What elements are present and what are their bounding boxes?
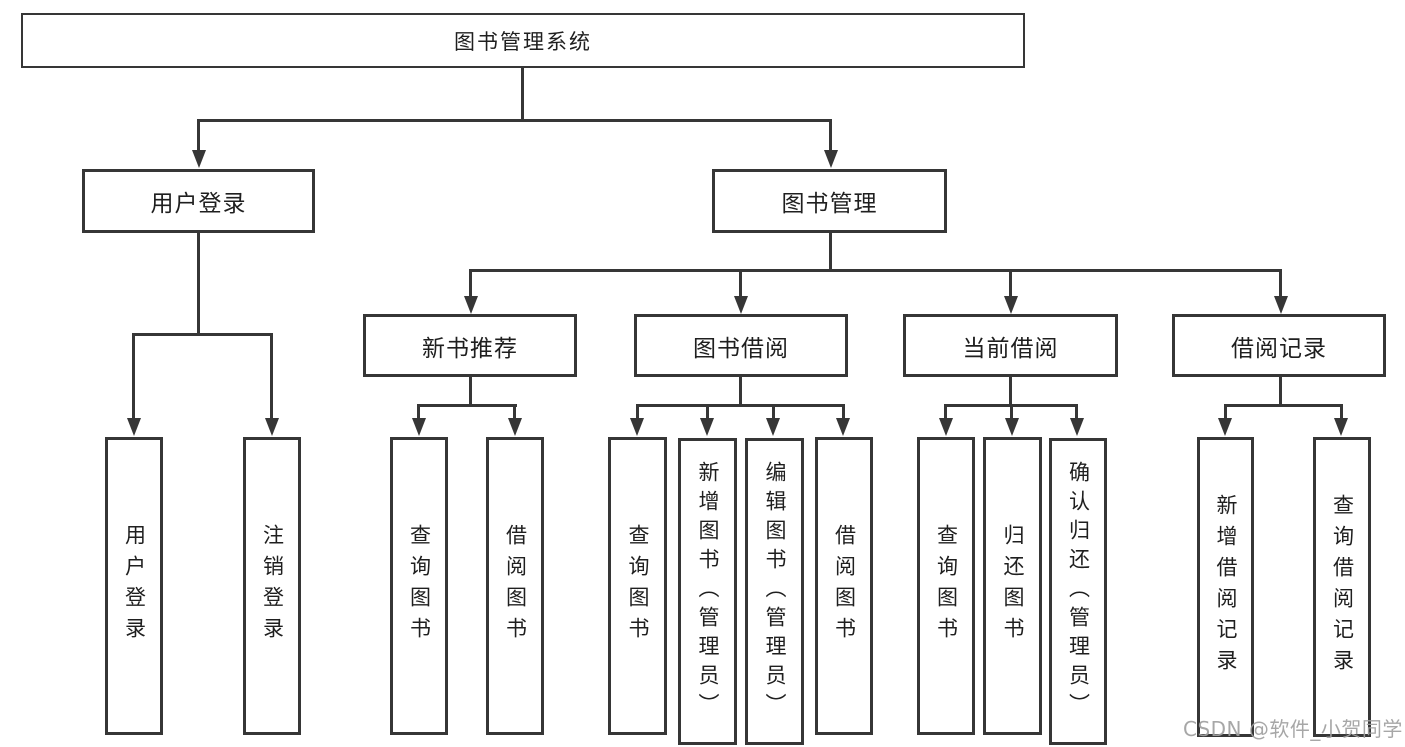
leaf-newbook-query-books: 查询图书 [390, 437, 448, 735]
arrow-down-icon [1334, 418, 1348, 436]
leaf-cb-query-books: 查询图书 [917, 437, 975, 735]
arrow-down-icon [412, 418, 426, 436]
leaf-cb-confirm-return-admin: 确认归还（管理员） [1049, 438, 1107, 745]
node-current-borrow-label: 当前借阅 [962, 335, 1059, 362]
node-root-label: 图书管理系统 [454, 29, 592, 54]
leaf-logout: 注销登录 [243, 437, 301, 735]
leaf-record-query-label: 查询借阅记录 [1330, 494, 1355, 680]
connector-line [706, 404, 709, 420]
connector-line [270, 333, 273, 420]
connector-line [1009, 269, 1012, 298]
arrow-down-icon [1004, 296, 1018, 314]
connector-line [829, 119, 832, 153]
leaf-cb-return-books: 归还图书 [983, 437, 1042, 735]
connector-line [842, 404, 845, 420]
leaf-bb-add-books-admin: 新增图书（管理员） [678, 438, 737, 745]
connector-line [636, 404, 844, 407]
arrow-down-icon [1005, 418, 1019, 436]
leaf-bb-edit-books-admin: 编辑图书（管理员） [745, 438, 804, 745]
connector-line [132, 333, 135, 420]
arrow-down-icon [939, 418, 953, 436]
arrow-down-icon [824, 150, 838, 168]
node-borrow-record: 借阅记录 [1172, 314, 1386, 377]
connector-line [469, 269, 472, 298]
connector-line [1224, 404, 1343, 407]
connector-line [197, 119, 200, 153]
connector-line [739, 377, 742, 407]
connector-line [1279, 269, 1282, 298]
leaf-bb-add-books-admin-label: 新增图书（管理员） [696, 461, 720, 722]
connector-line [469, 269, 1282, 272]
leaf-bb-borrow-books-label: 借阅图书 [832, 524, 857, 648]
leaf-cb-query-books-label: 查询图书 [934, 524, 959, 648]
node-new-book-recommend: 新书推荐 [363, 314, 577, 377]
node-new-book-recommend-label: 新书推荐 [422, 335, 518, 362]
node-borrow-record-label: 借阅记录 [1231, 335, 1327, 362]
arrow-down-icon [192, 150, 206, 168]
connector-line [1009, 377, 1012, 407]
leaf-newbook-borrow-books-label: 借阅图书 [503, 524, 528, 648]
node-root: 图书管理系统 [21, 13, 1025, 68]
leaf-newbook-borrow-books: 借阅图书 [486, 437, 544, 735]
leaf-user-login-label: 用户登录 [122, 524, 147, 648]
arrow-down-icon [464, 296, 478, 314]
connector-line [944, 404, 947, 420]
node-book-management: 图书管理 [712, 169, 947, 233]
leaf-bb-borrow-books: 借阅图书 [815, 437, 873, 735]
connector-line [1340, 404, 1343, 420]
connector-line [132, 333, 273, 336]
connector-line [521, 67, 524, 122]
leaf-record-add-label: 新增借阅记录 [1214, 494, 1238, 680]
leaf-logout-label: 注销登录 [260, 524, 285, 648]
node-book-management-label: 图书管理 [781, 191, 878, 217]
connector-line [1224, 404, 1227, 420]
leaf-cb-return-books-label: 归还图书 [1001, 524, 1025, 648]
node-user-login-label: 用户登录 [150, 191, 247, 217]
arrow-down-icon [127, 418, 141, 436]
node-book-borrow-label: 图书借阅 [693, 335, 789, 362]
arrow-down-icon [265, 418, 279, 436]
connector-line [636, 404, 639, 420]
arrow-down-icon [836, 418, 850, 436]
connector-line [829, 233, 832, 272]
leaf-bb-query-books-label: 查询图书 [626, 524, 650, 648]
connector-line [739, 269, 742, 298]
connector-line [513, 404, 516, 420]
csdn-watermark: CSDN @软件_小贺同学 [1183, 717, 1403, 741]
arrow-down-icon [1070, 418, 1084, 436]
connector-line [197, 119, 832, 122]
connector-line [772, 404, 775, 420]
leaf-record-add: 新增借阅记录 [1197, 437, 1254, 737]
connector-line [417, 404, 420, 420]
leaf-user-login: 用户登录 [105, 437, 163, 735]
arrow-down-icon [508, 418, 522, 436]
leaf-bb-query-books: 查询图书 [608, 437, 667, 735]
leaf-cb-confirm-return-admin-label: 确认归还（管理员） [1066, 461, 1091, 722]
arrow-down-icon [766, 418, 780, 436]
node-user-login: 用户登录 [82, 169, 315, 233]
leaf-newbook-query-books-label: 查询图书 [407, 524, 432, 648]
connector-line [1075, 404, 1078, 420]
arrow-down-icon [700, 418, 714, 436]
connector-line [417, 404, 517, 407]
connector-line [197, 233, 200, 335]
arrow-down-icon [734, 296, 748, 314]
node-current-borrow: 当前借阅 [903, 314, 1118, 377]
leaf-bb-edit-books-admin-label: 编辑图书（管理员） [763, 461, 787, 722]
arrow-down-icon [630, 418, 644, 436]
connector-line [1279, 377, 1282, 407]
connector-line [1010, 404, 1013, 420]
arrow-down-icon [1274, 296, 1288, 314]
arrow-down-icon [1218, 418, 1232, 436]
node-book-borrow: 图书借阅 [634, 314, 848, 377]
leaf-record-query: 查询借阅记录 [1313, 437, 1371, 737]
connector-line [469, 377, 472, 407]
